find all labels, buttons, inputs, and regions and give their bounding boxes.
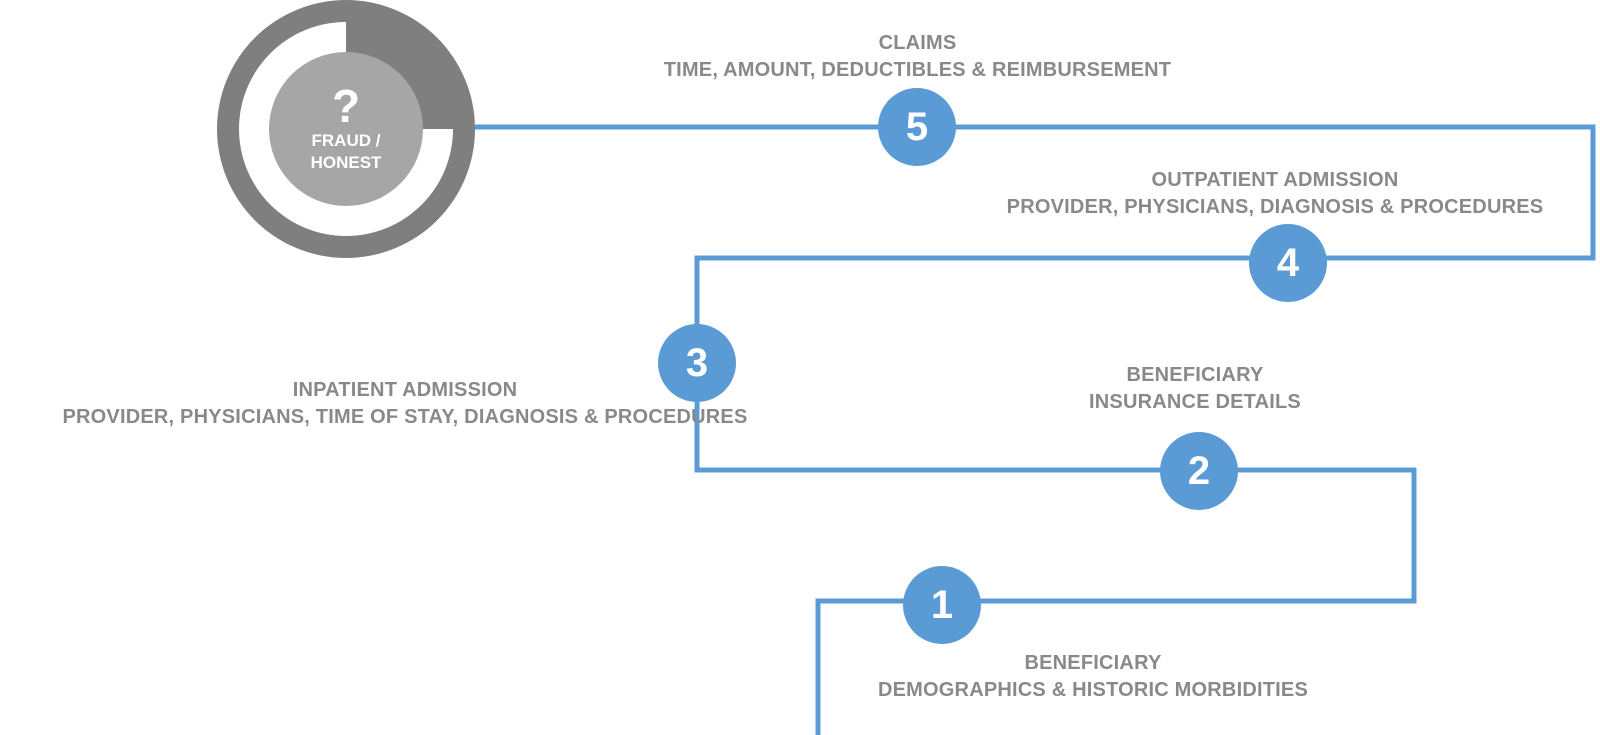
- gauge-label-line2: HONEST: [310, 153, 382, 172]
- step-4-label: OUTPATIENT ADMISSION PROVIDER, PHYSICIAN…: [970, 167, 1580, 221]
- step-3-circle: 3: [658, 324, 736, 402]
- gauge-question-mark: ?: [331, 80, 361, 132]
- step-2-circle: 2: [1160, 432, 1238, 510]
- step-4-circle: 4: [1249, 224, 1327, 302]
- step-5-circle: 5: [878, 88, 956, 166]
- gauge-label: ? FRAUD / HONEST: [269, 82, 423, 174]
- step-5-label: CLAIMS TIME, AMOUNT, DEDUCTIBLES & REIMB…: [630, 30, 1205, 84]
- step-2-detail: INSURANCE DETAILS: [1089, 391, 1301, 413]
- step-1-detail: DEMOGRAPHICS & HISTORIC MORBIDITIES: [878, 679, 1308, 701]
- gauge-center: [269, 52, 423, 206]
- flow-path: [475, 124, 1596, 735]
- step-4-title: OUTPATIENT ADMISSION: [1151, 169, 1399, 191]
- step-1-title: BENEFICIARY: [1024, 652, 1162, 674]
- step-5-detail: TIME, AMOUNT, DEDUCTIBLES & REIMBURSEMEN…: [663, 59, 1172, 81]
- step-5-title: CLAIMS: [878, 32, 957, 54]
- step-1-circle: 1: [903, 566, 981, 644]
- step-3-title: INPATIENT ADMISSION: [292, 379, 518, 401]
- step-3-detail: PROVIDER, PHYSICIANS, TIME OF STAY, DIAG…: [62, 406, 748, 428]
- gauge-label-line1: FRAUD /: [311, 131, 381, 150]
- step-1-label: BENEFICIARY DEMOGRAPHICS & HISTORIC MORB…: [848, 650, 1338, 704]
- step-2-title: BENEFICIARY: [1126, 364, 1264, 386]
- step-3-label: INPATIENT ADMISSION PROVIDER, PHYSICIANS…: [15, 377, 795, 431]
- step-2-label: BENEFICIARY INSURANCE DETAILS: [1060, 362, 1330, 416]
- gauge-icon: [217, 0, 475, 258]
- step-4-detail: PROVIDER, PHYSICIANS, DIAGNOSIS & PROCED…: [1006, 196, 1544, 218]
